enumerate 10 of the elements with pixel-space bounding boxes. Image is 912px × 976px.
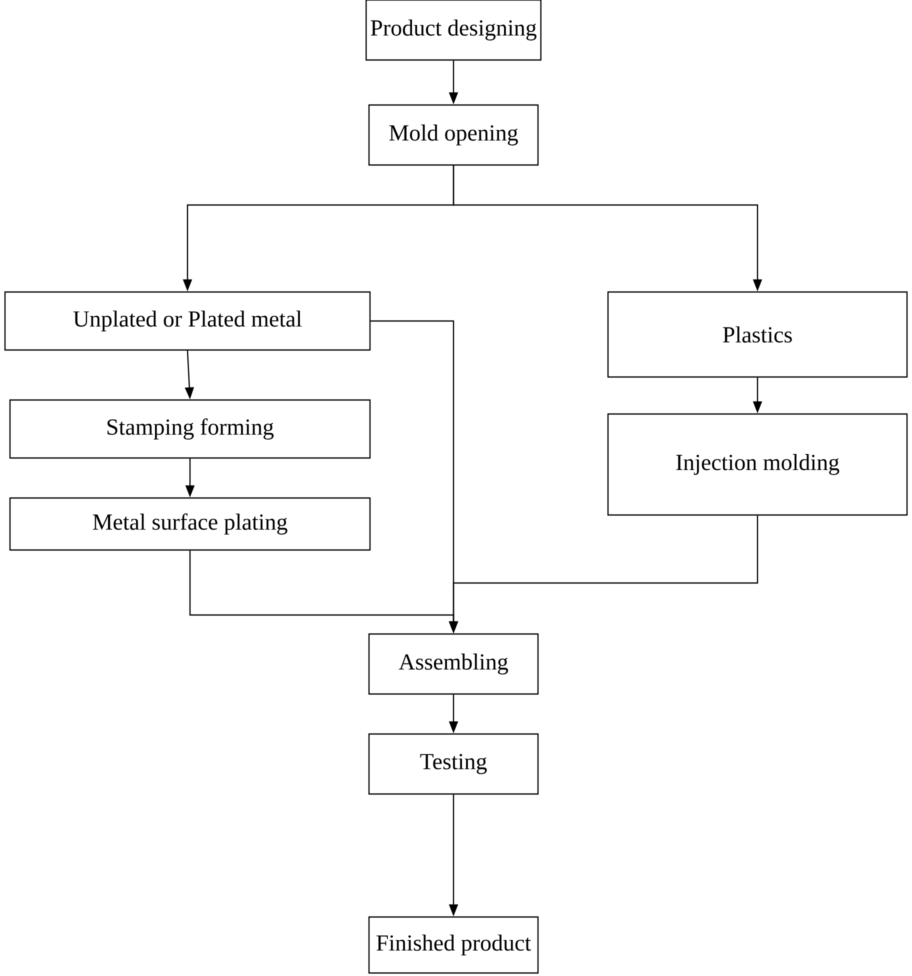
process-box: Finished product [368, 916, 539, 974]
process-box: Mold opening [368, 104, 539, 166]
process-box: Stamping forming [9, 399, 371, 459]
process-box: Unplated or Plated metal [4, 291, 371, 351]
process-box: Product designing [366, 0, 542, 61]
process-box: Testing [368, 733, 539, 795]
process-box: Plastics [607, 291, 908, 378]
process-box: Injection molding [607, 413, 908, 516]
process-box: Metal surface plating [9, 497, 371, 551]
process-box: Assembling [368, 633, 539, 695]
